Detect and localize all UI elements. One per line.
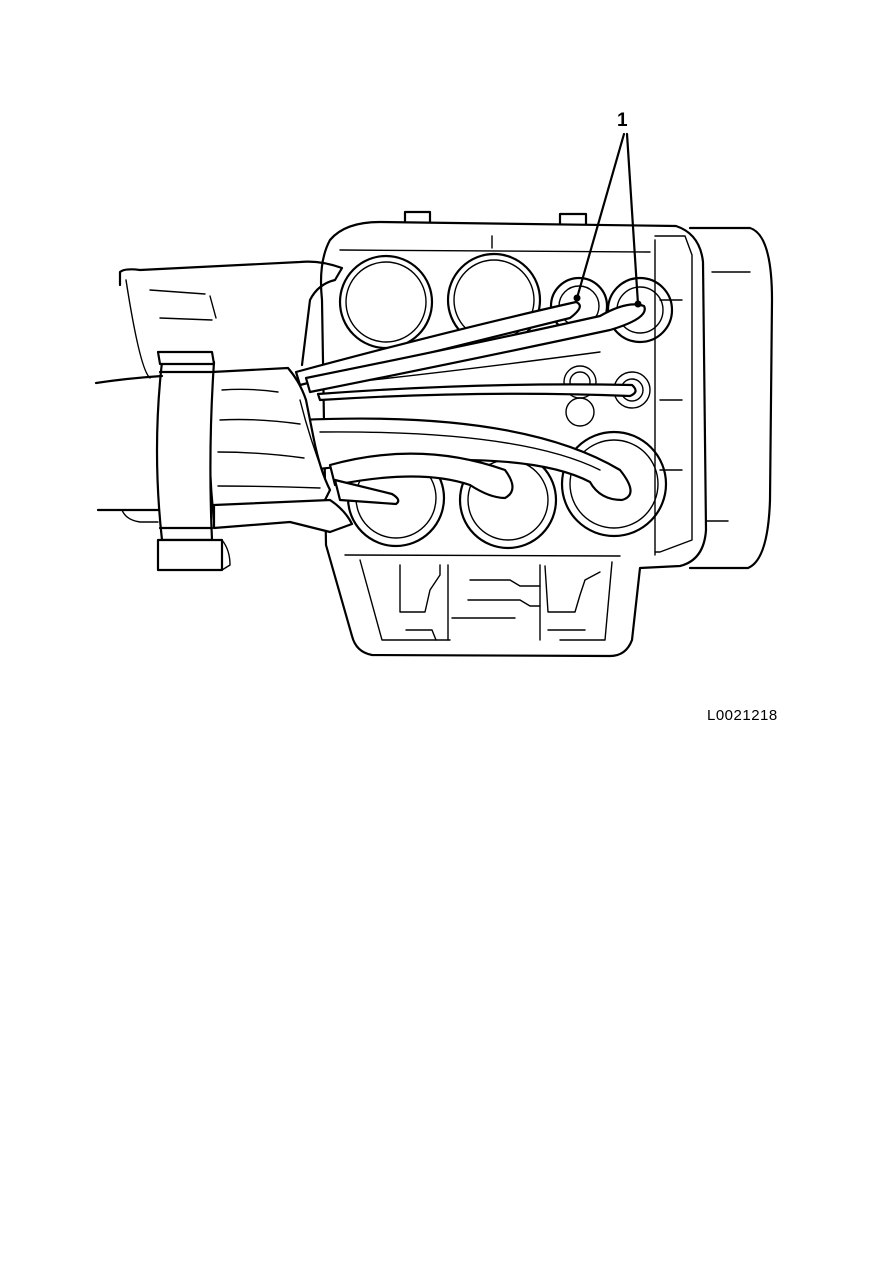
figure-code: L0021218 (707, 707, 778, 724)
wire-harness (294, 300, 646, 506)
harness-sleeve (155, 350, 354, 572)
rear-housing (688, 226, 774, 570)
cavity-marked-right (606, 276, 674, 344)
callout-number: 1 (617, 110, 628, 131)
leader-dot-right (634, 300, 642, 308)
callout-leaders (573, 132, 642, 308)
leader-dot-left (573, 294, 581, 302)
mating-housing (94, 260, 344, 571)
